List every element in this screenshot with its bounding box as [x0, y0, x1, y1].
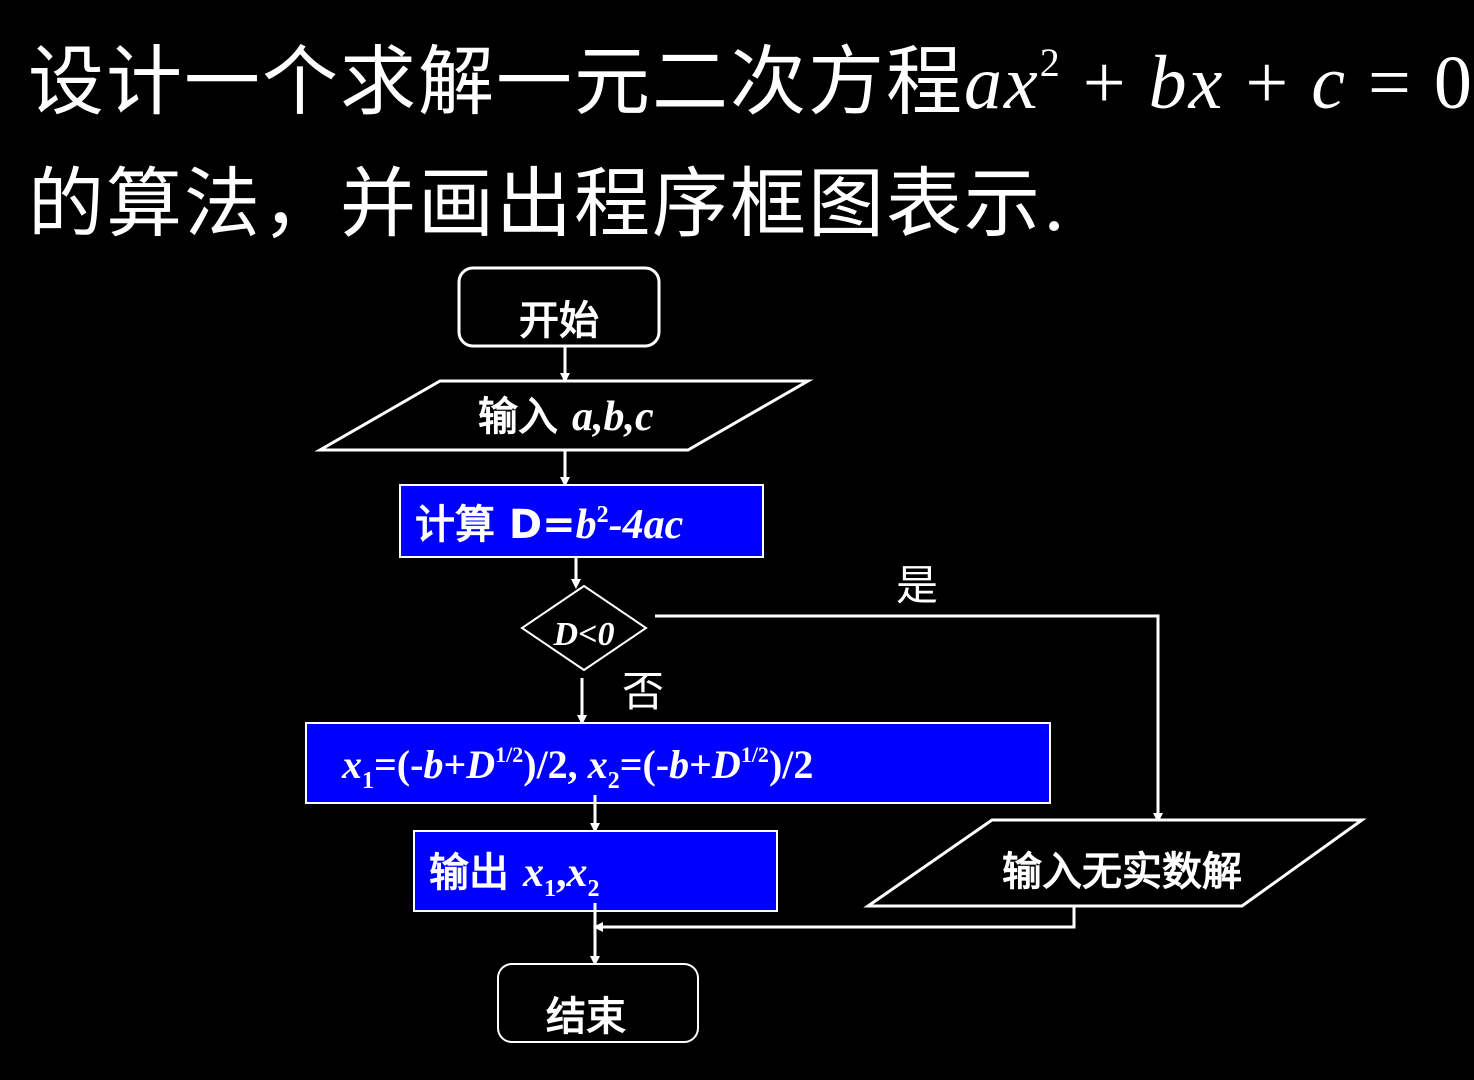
- decision-node-label: D<0: [553, 616, 615, 653]
- start-node-shape: [457, 266, 661, 348]
- problem-statement-line-1: 设计一个求解一元二次方程ax2 + bx + c = 0: [28, 20, 1474, 130]
- no-label: 否: [622, 667, 664, 716]
- equation-plus-1: +: [1061, 41, 1149, 125]
- input-label-text: 输入: [478, 394, 572, 440]
- formula-node: x1=(-b+D1/2)/2, x2=(-b+D1/2)/2: [305, 722, 1051, 804]
- problem-statement-line-2: 的算法，并画出程序框图表示.: [28, 142, 1068, 252]
- output-label-text: 输出: [429, 850, 523, 896]
- output-x2: x: [565, 850, 587, 896]
- formula-D1: D: [465, 742, 495, 787]
- start-node: 开始: [457, 266, 661, 348]
- start-node-label: 开始: [519, 298, 599, 344]
- no-solution-node-label: 输入无实数解: [1002, 849, 1242, 895]
- equation-zero: 0: [1433, 41, 1474, 125]
- problem-text: 设计一个求解一元二次方程: [28, 37, 964, 126]
- formula-part2: )/2,: [523, 742, 587, 787]
- compute-exponent-text: 2: [597, 502, 609, 528]
- formula-sub1: 1: [362, 768, 374, 794]
- formula-plus1: +: [443, 742, 466, 787]
- equation-equals: =: [1346, 41, 1434, 125]
- compute-label-text: 计算 D=: [415, 502, 576, 548]
- output-node-shape: [413, 830, 778, 912]
- compute-node-shape: [399, 484, 764, 558]
- formula-plus2: +: [689, 742, 712, 787]
- equation-exponent: 2: [1039, 40, 1062, 85]
- compute-rest-text: -4ac: [609, 502, 684, 548]
- formula-part4: )/2: [769, 742, 813, 787]
- formula-sub2: 2: [608, 768, 620, 794]
- flowchart: 开始 输入 a,b,c 计算 D=b2-4ac D<0 是 否: [305, 266, 1367, 1043]
- output-sub1: 1: [544, 876, 556, 902]
- formula-exp2: 1/2: [741, 742, 769, 767]
- equation-bx: bx: [1148, 41, 1225, 125]
- equation-c: c: [1311, 41, 1347, 125]
- formula-b2: b: [669, 742, 689, 787]
- no-solution-node: 输入无实数解: [863, 818, 1367, 908]
- formula-exp1: 1/2: [495, 742, 523, 767]
- input-node: 输入 a,b,c: [314, 379, 814, 452]
- formula-D2: D: [711, 742, 741, 787]
- arrow-no-solution-merge: [593, 906, 1076, 932]
- decision-node-shape: [520, 584, 648, 672]
- end-node-label: 结束: [546, 994, 626, 1040]
- equation-plus-2: +: [1224, 41, 1312, 125]
- compute-b-text: b: [576, 502, 597, 548]
- input-node-label: 输入 a,b,c: [478, 394, 654, 440]
- arrow-yes-branch: [655, 614, 1163, 823]
- end-node-shape: [497, 963, 699, 1043]
- compute-node-label: 计算 D=b2-4ac: [415, 502, 684, 548]
- input-node-shape: [314, 379, 814, 452]
- problem-text-2: 的算法，并画出程序框图表示.: [28, 159, 1069, 248]
- input-vars-text: a,b,c: [572, 394, 654, 440]
- output-comma: ,: [556, 850, 567, 896]
- formula-part3: =(-: [620, 742, 669, 787]
- formula-b1: b: [423, 742, 443, 787]
- formula-node-shape: [305, 722, 1051, 804]
- output-x1: x: [522, 850, 544, 896]
- output-sub2: 2: [587, 876, 599, 902]
- end-node: 结束: [497, 963, 699, 1043]
- equation-ax: ax: [964, 41, 1040, 125]
- formula-node-label: x1=(-b+D1/2)/2, x2=(-b+D1/2)/2: [341, 742, 813, 794]
- formula-x2: x: [587, 742, 608, 787]
- output-node: 输出 x1,x2: [413, 830, 778, 912]
- no-solution-node-shape: [863, 818, 1367, 908]
- decision-node: D<0: [520, 584, 648, 672]
- yes-label: 是: [896, 561, 938, 610]
- output-node-label: 输出 x1,x2: [429, 850, 599, 902]
- formula-x1: x: [341, 742, 362, 787]
- slide: 设计一个求解一元二次方程ax2 + bx + c = 0 的算法，并画出程序框图…: [28, 37, 1472, 1043]
- compute-node: 计算 D=b2-4ac: [399, 484, 764, 558]
- formula-part1: =(-: [374, 742, 423, 787]
